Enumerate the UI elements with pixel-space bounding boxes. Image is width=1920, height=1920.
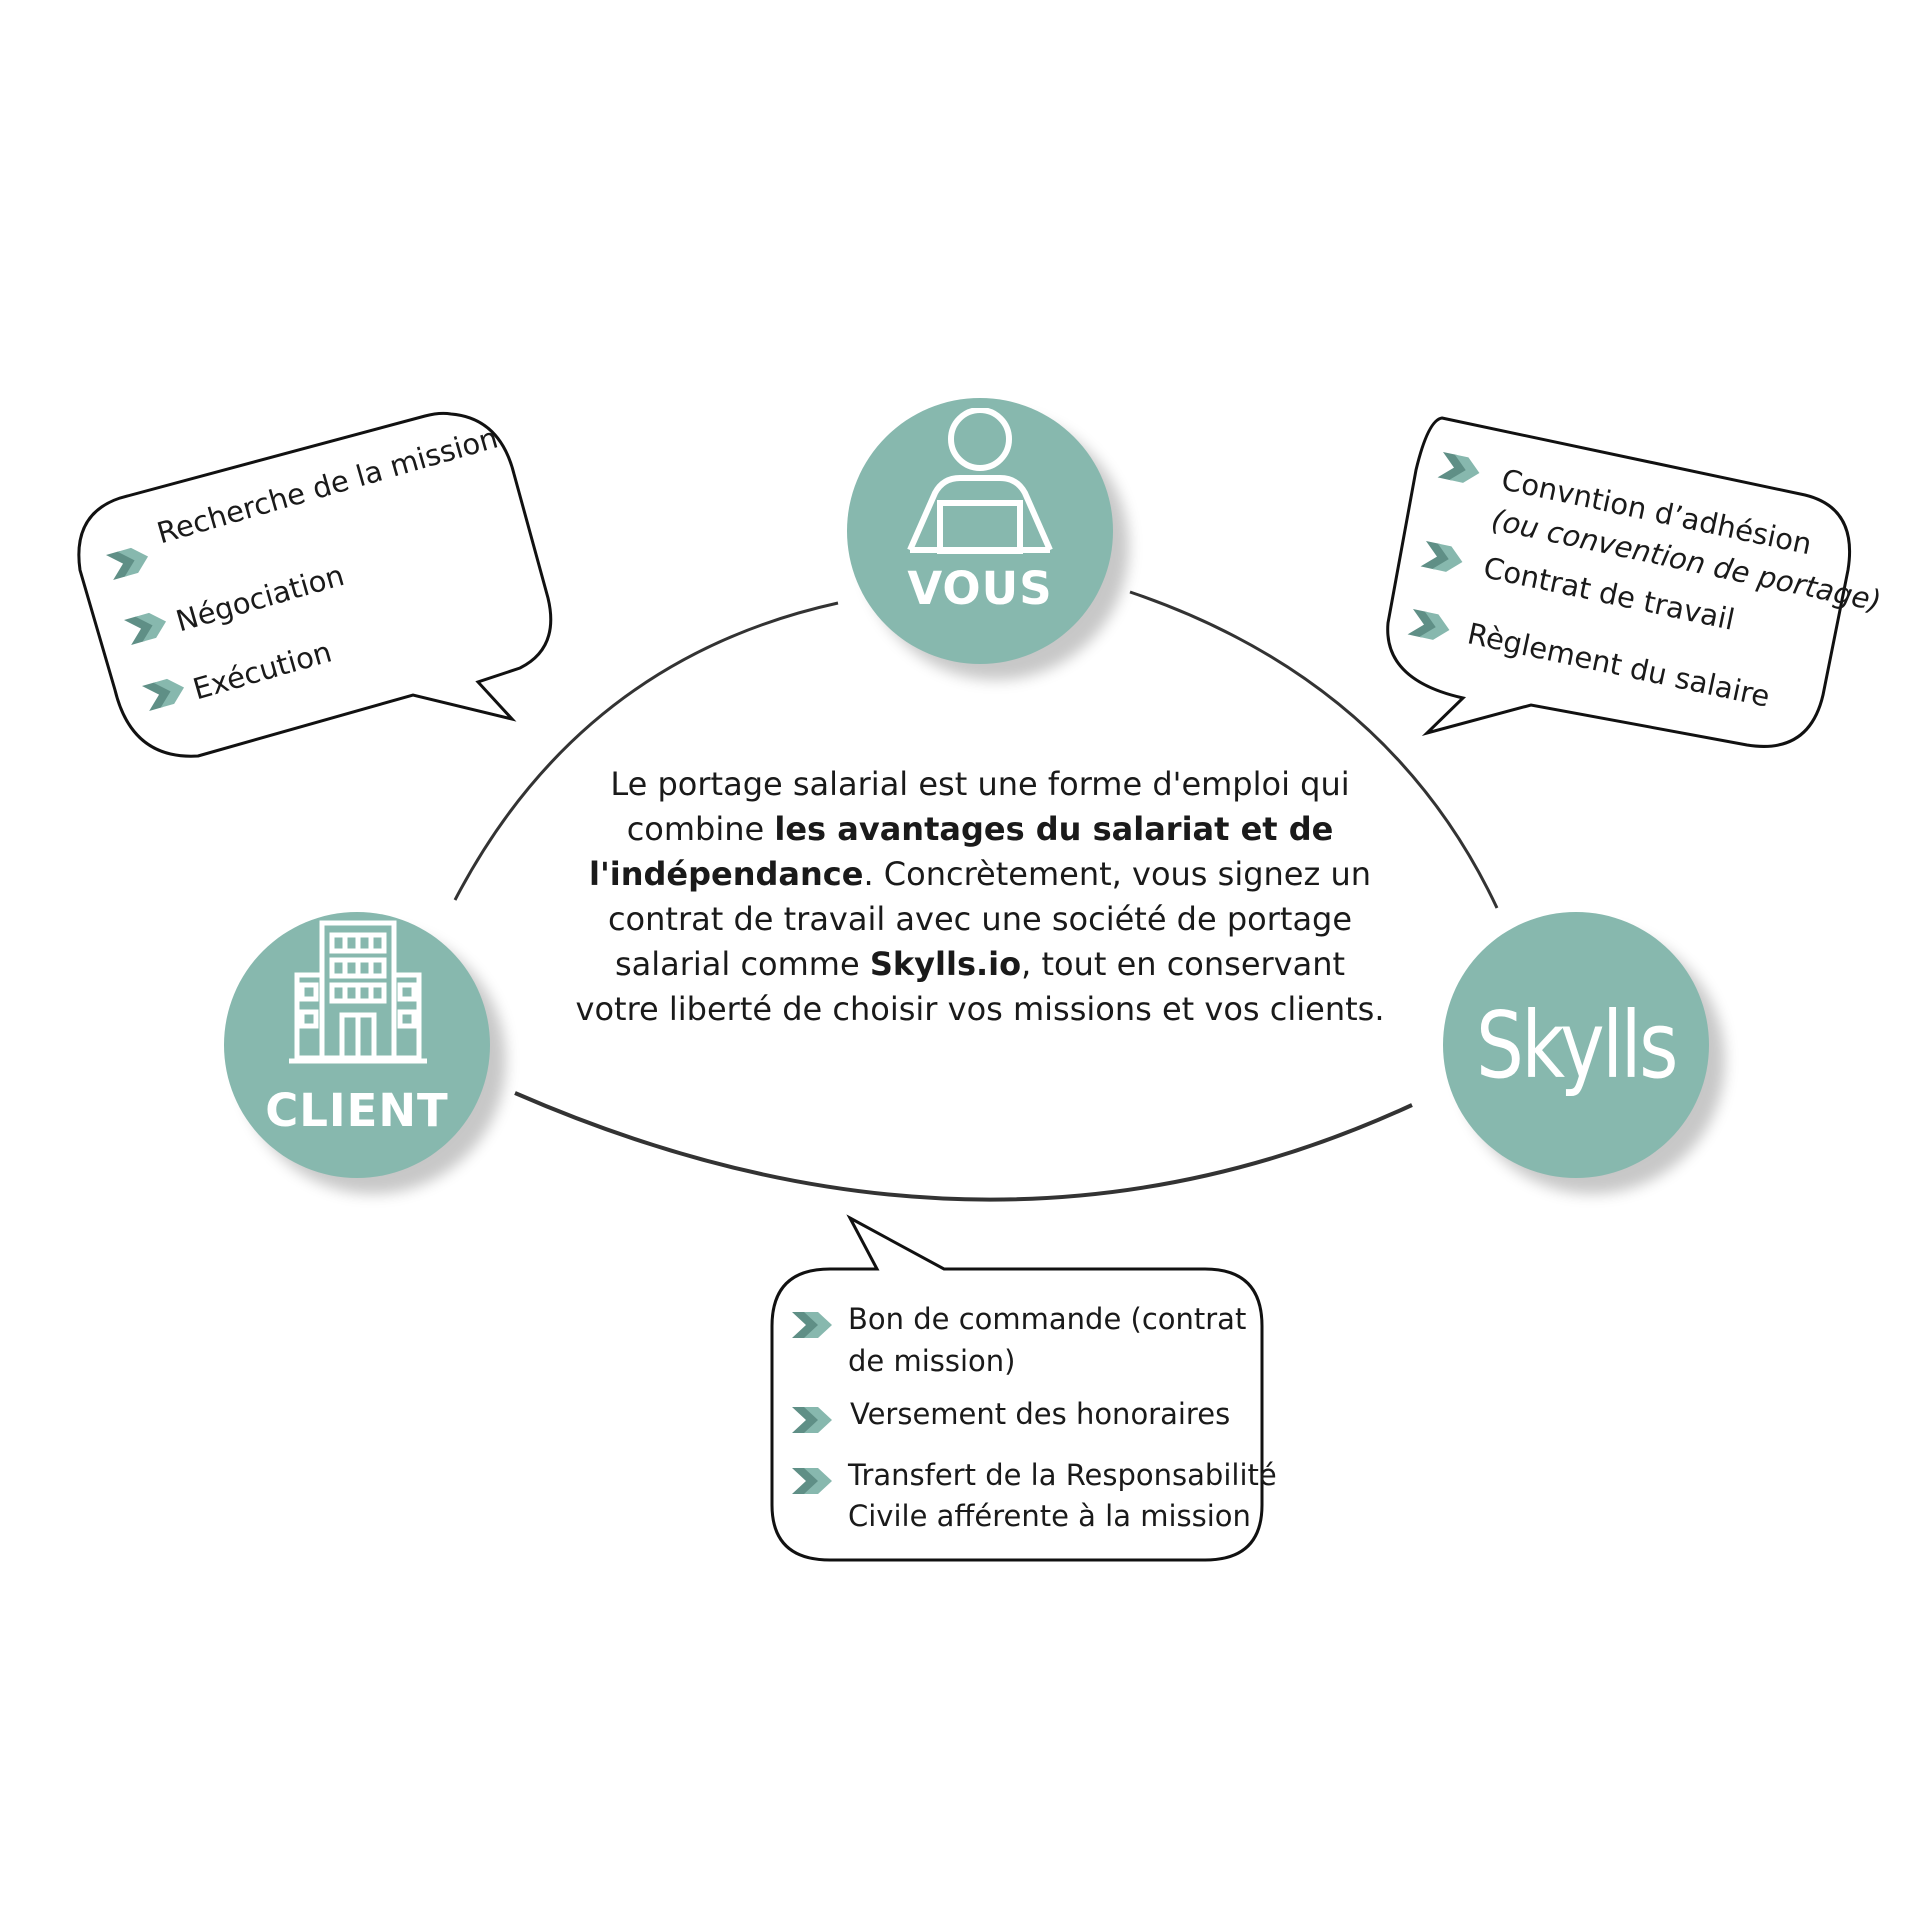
node-label-client: CLIENT: [265, 1084, 449, 1137]
list-item-client: Versement des honoraires: [850, 1397, 1231, 1431]
office-building-icon: [289, 920, 427, 1064]
skylls-logo: Skylls: [1475, 992, 1678, 1099]
list-item-client-cont: de mission): [848, 1344, 1016, 1378]
desc-text: Le portage salarial est une forme d'empl…: [610, 765, 1350, 848]
arc-client-skylls: [514, 1091, 1413, 1202]
list-item-client: Transfert de la Responsabilité: [848, 1458, 1277, 1492]
speech-bubble-skylls: [1386, 416, 1852, 748]
arc-vous-skylls: [1129, 590, 1499, 909]
node-skylls: Skylls: [1443, 912, 1709, 1178]
speech-bubble-client: [770, 1214, 1264, 1562]
arc-client-vous: [453, 601, 839, 901]
node-label-vous: VOUS: [907, 562, 1053, 615]
list-item-client: Bon de commande (contrat: [848, 1302, 1247, 1336]
speech-bubble-vous: [77, 411, 553, 758]
desc-bold: les avantages du salariat et de l'indépe…: [588, 810, 1334, 893]
node-client: CLIENT: [224, 912, 490, 1178]
desc-text: , tout en conservant votre liberté de ch…: [575, 945, 1385, 1028]
node-vous: VOUS: [847, 398, 1113, 664]
desc-text: . Concrètement, vous signez un contrat d…: [607, 855, 1372, 983]
person-laptop-icon: [907, 408, 1053, 554]
desc-bold: Skylls.io: [869, 945, 1022, 983]
central-description: Le portage salarial est une forme d'empl…: [575, 762, 1385, 1032]
list-item-client-cont: Civile afférente à la mission: [848, 1499, 1251, 1533]
